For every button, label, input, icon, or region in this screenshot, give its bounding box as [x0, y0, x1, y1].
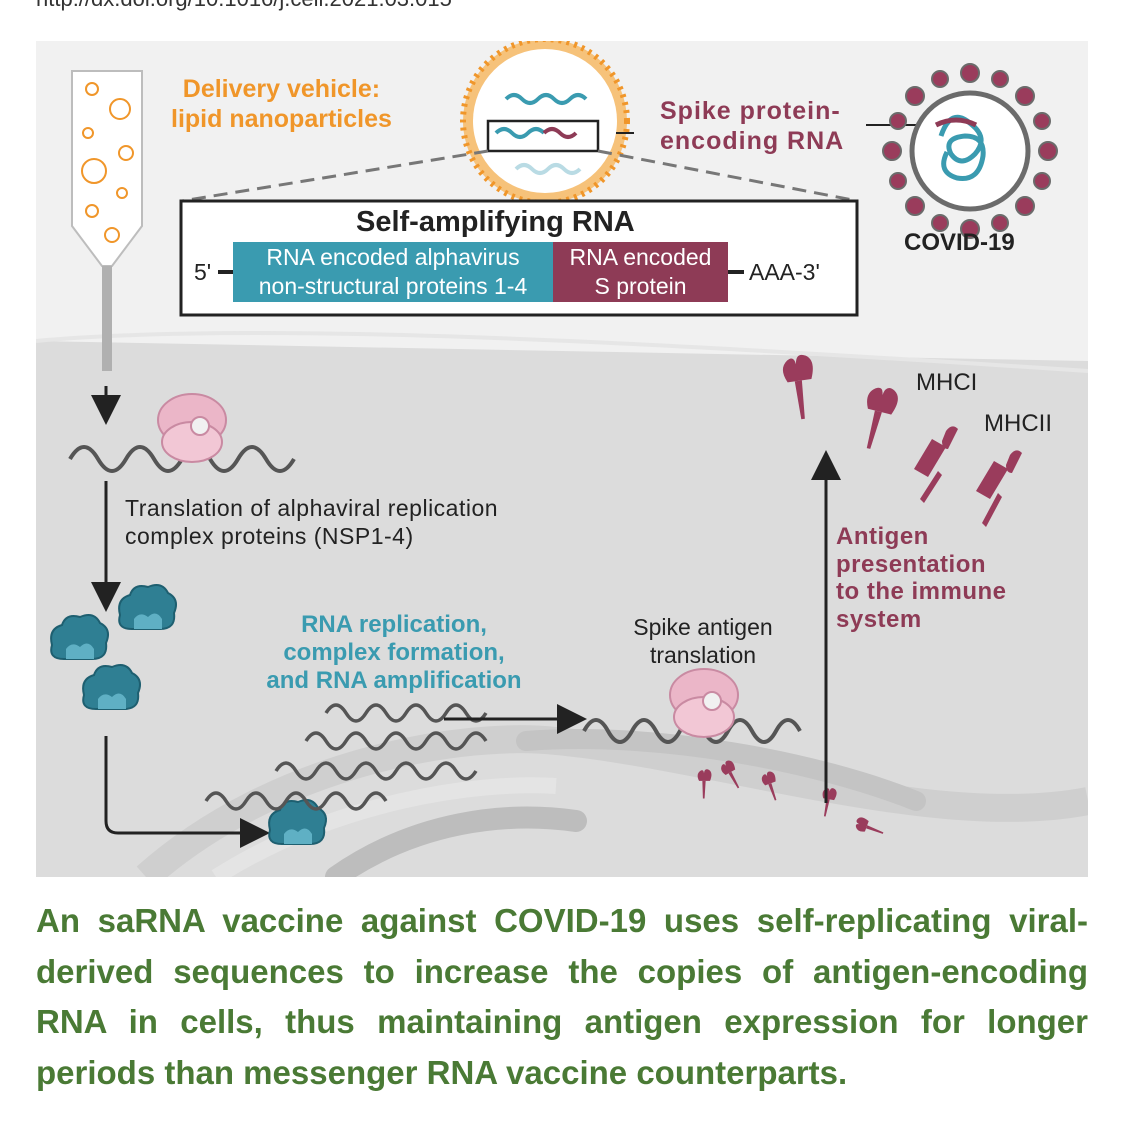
replication-label: RNA replication, complex formation, and … [266, 611, 522, 694]
lipid-nanoparticle-icon [460, 41, 630, 206]
ribosome-icon [157, 393, 227, 463]
covid-label: COVID-19 [904, 229, 1015, 256]
amplified-rna [204, 703, 488, 811]
spike-rna-label: Spike protein- encoding RNA [660, 97, 845, 155]
three-prime-label: AAA-3' [749, 259, 820, 285]
antigen-presentation-label: Antigen presentation to the immune syste… [836, 523, 1007, 633]
sarna-title: Self-amplifying RNA [356, 206, 635, 238]
syringe-icon [71, 70, 143, 371]
mhcii-label: MHCII [984, 410, 1052, 437]
spike-translation-label: Spike antigen translation [633, 614, 773, 668]
diagram-panel: Delivery vehicle: lipid nanoparticles Sp… [36, 41, 1088, 877]
ribosome-icon [669, 668, 739, 738]
delivery-vehicle-label: Delivery vehicle: lipid nanoparticles [171, 75, 392, 133]
s-protein-segment: RNA encoded S protein [569, 244, 712, 299]
diagram-svg [36, 41, 1088, 877]
mhci-label: MHCI [916, 369, 978, 396]
mhcii-icon [914, 426, 1022, 527]
doi-link[interactable]: http://dx.doi.org/10.1016/j.cell.2021.03… [36, 0, 452, 12]
caption: An saRNA vaccine against COVID-19 uses s… [36, 902, 1088, 1091]
five-prime-label: 5' [194, 259, 212, 285]
translation-label: Translation of alphaviral replication co… [125, 495, 499, 549]
coronavirus-icon [882, 63, 1058, 239]
nsp-segment: RNA encoded alphavirus non-structural pr… [258, 244, 528, 299]
